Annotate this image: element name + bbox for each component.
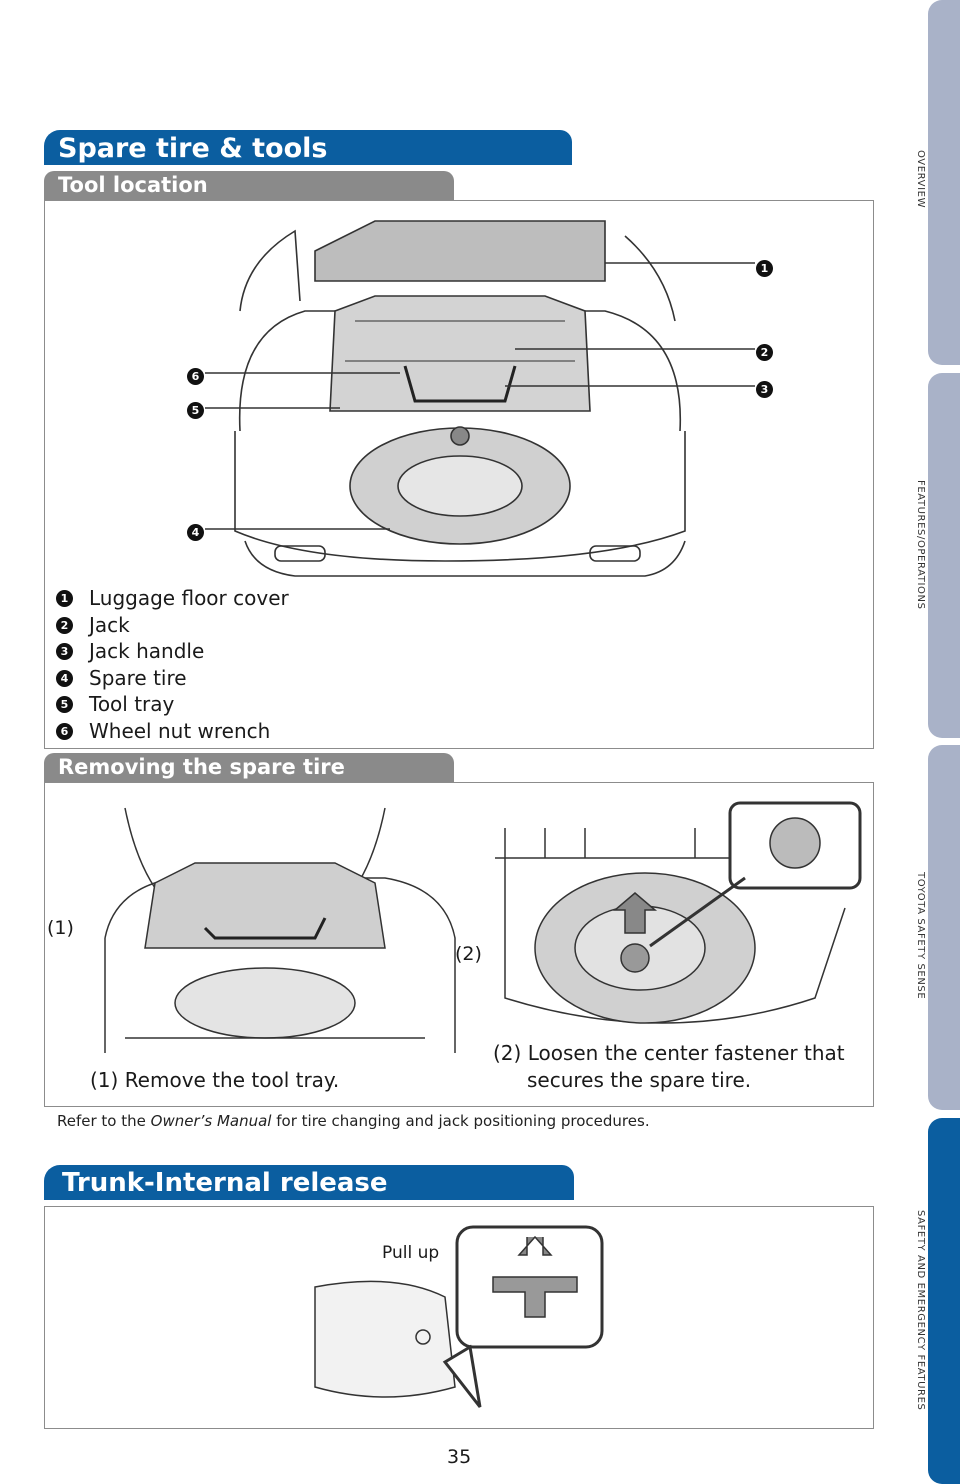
callout-6: 6	[187, 368, 204, 385]
legend-number: 2	[56, 616, 73, 634]
section-title: Trunk-Internal release	[62, 1168, 388, 1198]
section-header-spare-tire: Spare tire & tools	[44, 130, 572, 165]
side-tab-emergency[interactable]	[928, 1118, 960, 1484]
caption-1: (1) Remove the tool tray.	[90, 1068, 340, 1092]
section-title: Spare tire & tools	[58, 133, 328, 164]
legend-label: Wheel nut wrench	[89, 719, 271, 743]
legend-number: 4	[56, 669, 73, 687]
legend-number: 6	[56, 722, 73, 740]
tool-location-panel: 1 2 3 4 5 6 1 Luggage floor cover 2 Jack…	[44, 200, 874, 749]
legend-item: 2 Jack	[56, 613, 130, 637]
callout-4: 4	[187, 524, 204, 541]
note-prefix: Refer to the	[57, 1112, 151, 1130]
trunk-release-panel: Pull up	[44, 1206, 874, 1429]
callout-5: 5	[187, 402, 204, 419]
section-header-trunk-release: Trunk-Internal release	[44, 1165, 574, 1200]
pull-up-label: Pull up	[382, 1243, 440, 1263]
subheader-label: Tool location	[58, 173, 208, 197]
side-tab-features[interactable]	[928, 373, 960, 738]
legend-label: Jack handle	[89, 639, 205, 663]
note-suffix: for tire changing and jack positioning p…	[271, 1112, 650, 1130]
spare-tire-removal-illustration	[495, 801, 862, 1024]
legend-label: Tool tray	[89, 692, 175, 716]
side-label-features: FEATURES/OPERATIONS	[915, 480, 926, 610]
side-tab-overview[interactable]	[928, 0, 960, 365]
removing-panel: (1) (2) (1) Remove the tool tray. (2) Lo…	[44, 782, 874, 1107]
legend-number: 3	[56, 642, 73, 660]
legend-item: 3 Jack handle	[56, 639, 204, 663]
callout-3: 3	[756, 381, 773, 398]
page-number: 35	[447, 1446, 472, 1468]
side-label-safety-sense: TOYOTA SAFETY SENSE	[915, 872, 926, 1000]
note-manual: Owner’s Manual	[150, 1112, 272, 1130]
marker-2: (2)	[455, 943, 482, 965]
side-tab-safety-sense[interactable]	[928, 745, 960, 1110]
legend-item: 4 Spare tire	[56, 666, 187, 690]
subheader-removing-spare: Removing the spare tire	[44, 753, 454, 782]
subheader-tool-location: Tool location	[44, 171, 454, 200]
caption-2-line1: (2) Loosen the center fastener that	[493, 1041, 845, 1065]
legend-label: Spare tire	[89, 666, 187, 690]
callout-2: 2	[756, 344, 773, 361]
tool-tray-illustration	[104, 807, 456, 1053]
legend-label: Luggage floor cover	[89, 586, 289, 610]
legend-item: 1 Luggage floor cover	[56, 586, 289, 610]
legend-number: 5	[56, 695, 73, 713]
side-label-emergency: SAFETY AND EMERGENCY FEATURES	[915, 1210, 926, 1411]
marker-1: (1)	[47, 917, 74, 939]
subheader-label: Removing the spare tire	[58, 755, 345, 779]
trunk-tools-illustration	[205, 220, 755, 577]
callout-1: 1	[756, 260, 773, 277]
side-label-overview: OVERVIEW	[915, 150, 926, 209]
legend-number: 1	[56, 589, 73, 607]
legend-label: Jack	[89, 613, 130, 637]
trunk-release-illustration	[314, 1225, 604, 1408]
legend-item: 5 Tool tray	[56, 692, 174, 716]
reference-note: Refer to the Owner’s Manual for tire cha…	[57, 1112, 650, 1130]
legend-item: 6 Wheel nut wrench	[56, 719, 270, 743]
caption-2-line2: secures the spare tire.	[527, 1068, 752, 1092]
